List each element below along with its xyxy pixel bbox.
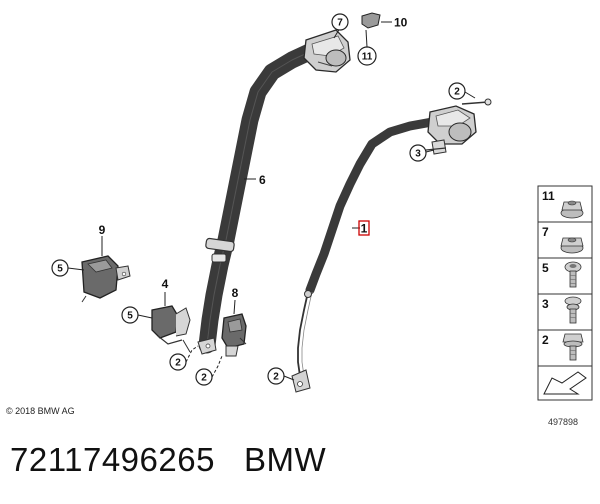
svg-text:7: 7 xyxy=(337,18,343,29)
right-seat-belt xyxy=(291,117,437,393)
panel-label-11: 11 xyxy=(542,189,555,203)
label-10: 10 xyxy=(394,16,408,30)
svg-text:5: 5 xyxy=(57,264,63,275)
flange-nut-icon xyxy=(560,200,584,219)
svg-text:3: 3 xyxy=(415,149,421,160)
callout-2-anchor: 2 xyxy=(448,82,466,100)
buckle-assembly-4 xyxy=(151,305,191,353)
panel-label-5: 5 xyxy=(542,261,549,275)
parts-diagram: 7 10 11 6 2 3 1 9 5 4 5 8 2 2 2 xyxy=(51,12,593,401)
svg-text:5: 5 xyxy=(127,311,133,322)
left-seat-belt xyxy=(198,39,327,354)
torx-bolt-icon xyxy=(564,261,582,288)
label-8: 8 xyxy=(232,286,239,300)
buckle-assembly-9 xyxy=(81,255,131,303)
svg-text:1: 1 xyxy=(361,222,368,236)
svg-text:2: 2 xyxy=(201,373,207,384)
product-footer: 72117496265 BMW xyxy=(10,441,326,479)
top-retractor xyxy=(303,29,351,73)
panel-label-7: 7 xyxy=(542,225,549,239)
trim-cover xyxy=(361,12,392,29)
arrow-icon xyxy=(543,371,587,395)
callout-11-top: 11 xyxy=(357,46,377,66)
label-9: 9 xyxy=(99,223,106,237)
shoulder-bolt-icon xyxy=(564,296,582,324)
svg-text:2: 2 xyxy=(273,372,279,383)
callout-2-center: 2 xyxy=(195,368,213,386)
buckle-assembly-8 xyxy=(221,313,247,357)
diagram-reference-number: 497898 xyxy=(548,417,579,427)
svg-text:2: 2 xyxy=(175,358,181,369)
svg-text:2: 2 xyxy=(454,87,460,98)
panel-label-2: 2 xyxy=(542,333,549,347)
callout-2-right: 2 xyxy=(267,367,285,385)
label-4: 4 xyxy=(162,277,169,291)
label-6: 6 xyxy=(259,173,266,187)
parts-panel: 11 7 5 3 2 xyxy=(537,185,593,401)
callout-7-top: 7 xyxy=(331,13,349,31)
callout-5-buckle: 5 xyxy=(51,259,69,277)
svg-text:11: 11 xyxy=(362,52,373,63)
panel-label-3: 3 xyxy=(542,297,549,311)
brand-name: BMW xyxy=(243,441,327,478)
copyright-text: © 2018 BMW AG xyxy=(6,406,75,416)
callout-2-left: 2 xyxy=(169,353,187,371)
part-number: 72117496265 xyxy=(10,441,215,478)
label-1-highlight: 1 xyxy=(358,220,370,236)
hex-nut-icon xyxy=(560,237,584,254)
callout-3-retractor: 3 xyxy=(409,144,427,162)
hex-bolt-icon xyxy=(562,333,584,361)
right-retractor xyxy=(425,98,492,155)
callout-5-small: 5 xyxy=(121,306,139,324)
